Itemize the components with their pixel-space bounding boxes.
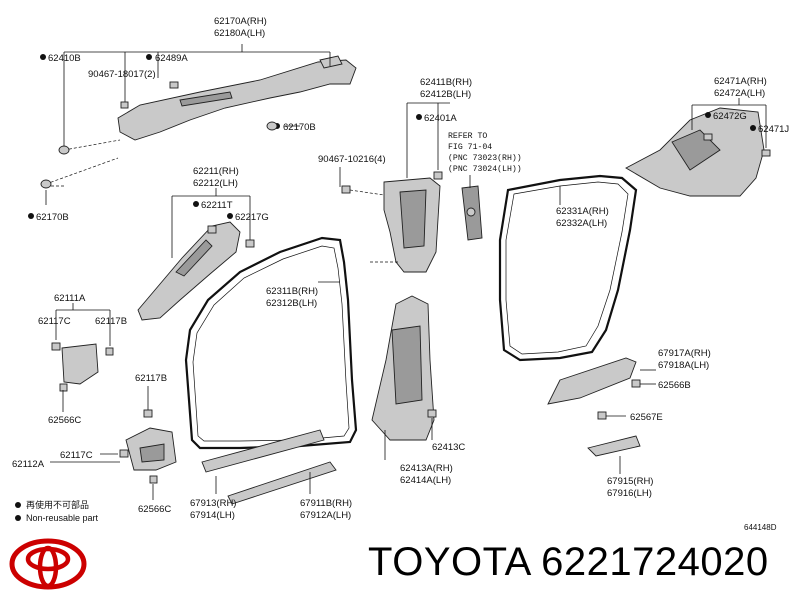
legend-text-en: Non-reusable part bbox=[26, 513, 99, 523]
label-refer-4: (PNC 73024(LH)) bbox=[448, 164, 522, 174]
clip-62117b-upper bbox=[105, 347, 114, 356]
label-62180a: 62180A(LH) bbox=[214, 28, 265, 39]
label-62170a: 62170A(RH) bbox=[214, 16, 267, 27]
label-62471a: 62471A(RH) bbox=[714, 76, 767, 87]
label-62211: 62211(RH) bbox=[193, 166, 239, 177]
clip-62170b-lower bbox=[40, 179, 52, 189]
clip-62410b bbox=[58, 145, 70, 155]
label-62472g: 62472G bbox=[713, 111, 747, 122]
label-67915: 67915(RH) bbox=[607, 476, 653, 487]
label-62332a: 62332A(LH) bbox=[556, 218, 607, 229]
label-67918a: 67918A(LH) bbox=[658, 360, 709, 371]
clip-62489a bbox=[169, 81, 179, 89]
label-67911b: 67911B(RH) bbox=[300, 498, 352, 509]
label-62211t: 62211T bbox=[201, 200, 233, 211]
screw-90467-18017 bbox=[120, 101, 129, 109]
rear-door-scuff-plate-inner bbox=[587, 435, 641, 457]
legend-text-jp: 再使用不可部品 bbox=[26, 499, 89, 510]
label-67914: 67914(LH) bbox=[190, 510, 235, 521]
label-62170b-upper: 62170B bbox=[283, 122, 316, 133]
clip-62413c bbox=[427, 409, 437, 418]
brand-part-number: TOYOTA 6221724020 bbox=[368, 540, 769, 584]
clip-62117c-upper bbox=[51, 342, 61, 351]
label-62566b: 62566B bbox=[658, 380, 691, 391]
label-62489a: 62489A bbox=[155, 53, 188, 64]
toyota-logo-icon bbox=[9, 538, 87, 590]
a-pillar-lower-garnish bbox=[137, 221, 241, 321]
label-62117c-lower: 62117C bbox=[60, 450, 93, 461]
label-62117b-upper: 62117B bbox=[95, 316, 127, 327]
clip-62567e bbox=[597, 411, 607, 420]
label-62112a: 62112A bbox=[12, 459, 45, 470]
label-62471j: 62471J bbox=[758, 124, 789, 135]
label-refer-3: (PNC 73023(RH)) bbox=[448, 153, 522, 163]
seatbelt-adjuster bbox=[461, 185, 483, 241]
clip-62217g bbox=[245, 239, 255, 248]
label-62413a: 62413A(RH) bbox=[400, 463, 453, 474]
label-62566c-lower: 62566C bbox=[138, 504, 171, 515]
clip-62471j bbox=[761, 149, 771, 157]
label-90467-18017: 90467-18017(2) bbox=[88, 69, 156, 80]
rear-door-scuff-plate bbox=[547, 357, 637, 405]
clip-62211t bbox=[207, 225, 217, 234]
label-62410b: 62410B bbox=[48, 53, 81, 64]
label-62212: 62212(LH) bbox=[193, 178, 238, 189]
label-67912a: 67912A(LH) bbox=[300, 510, 351, 521]
label-62312b: 62312B(LH) bbox=[266, 298, 317, 309]
screw-90467-10216 bbox=[341, 185, 351, 194]
clip-62566c-lower bbox=[149, 475, 158, 484]
clip-62566b bbox=[631, 379, 641, 388]
label-62111a: 62111A bbox=[54, 293, 86, 304]
label-90467-10216: 90467-10216(4) bbox=[318, 154, 386, 165]
label-refer-1: REFER TO bbox=[448, 132, 487, 141]
clip-62117b-lower bbox=[143, 409, 153, 418]
label-62401a: 62401A bbox=[424, 113, 457, 124]
label-62472a: 62472A(LH) bbox=[714, 88, 765, 99]
label-62117c-upper: 62117C bbox=[38, 316, 71, 327]
label-67917a: 67917A(RH) bbox=[658, 348, 711, 359]
label-62170b-lower: 62170B bbox=[36, 212, 69, 223]
label-62413c: 62413C bbox=[432, 442, 465, 453]
label-62311b: 62311B(RH) bbox=[266, 286, 318, 297]
clip-62170b-upper bbox=[266, 121, 278, 131]
clip-62472g bbox=[703, 133, 713, 141]
label-62412b: 62412B(LH) bbox=[420, 89, 471, 100]
a-pillar-upper-garnish bbox=[117, 55, 357, 141]
label-62217g: 62217G bbox=[235, 212, 269, 223]
clip-62401a bbox=[433, 171, 443, 180]
center-pillar-lower-garnish bbox=[371, 295, 435, 441]
label-62566c-upper: 62566C bbox=[48, 415, 81, 426]
label-67916: 67916(LH) bbox=[607, 488, 652, 499]
front-door-scuff-plate-inner bbox=[227, 461, 337, 505]
label-62411b: 62411B(RH) bbox=[420, 77, 472, 88]
cowl-side-trim-lower bbox=[125, 427, 177, 471]
front-door-scuff-plate bbox=[201, 429, 325, 473]
cowl-side-trim-upper bbox=[61, 343, 99, 385]
diagram-code: 644148D bbox=[744, 523, 777, 532]
center-pillar-upper-garnish bbox=[383, 177, 441, 273]
label-62117b-lower: 62117B bbox=[135, 373, 167, 384]
label-62414a: 62414A(LH) bbox=[400, 475, 451, 486]
label-67913: 67913(RH) bbox=[190, 498, 236, 509]
rear-door-weatherstrip bbox=[498, 174, 638, 362]
clip-62566c-upper bbox=[59, 383, 68, 392]
label-refer-2: FIG 71-04 bbox=[448, 143, 492, 152]
label-62331a: 62331A(RH) bbox=[556, 206, 609, 217]
clip-62117c-lower bbox=[119, 449, 129, 458]
label-62567e: 62567E bbox=[630, 412, 663, 423]
